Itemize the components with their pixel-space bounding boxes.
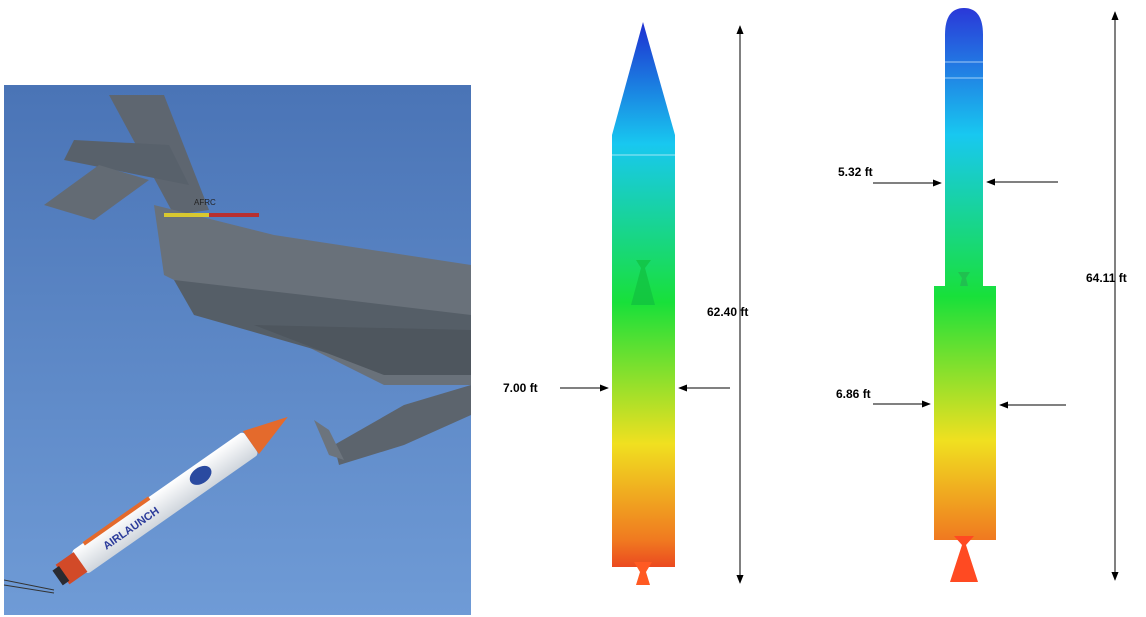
rocket-b-nose — [945, 8, 983, 35]
rocket-b-lower-diameter-label: 6.86 ft — [836, 387, 871, 401]
rocket-b-upper-diameter-label: 5.32 ft — [838, 165, 873, 179]
rocket-b-lower-stage — [934, 286, 996, 540]
rocket-a-diameter-label: 7.00 ft — [503, 381, 538, 395]
tail-marking: AFRC — [194, 198, 216, 207]
rocket-b-length-label: 64.11 ft — [1086, 271, 1127, 285]
rocket-b-upper-nozzle — [958, 272, 970, 286]
aircraft-tail: AFRC — [44, 95, 471, 385]
rocket-a-length-label: 62.40 ft — [707, 305, 748, 319]
rocket-b — [934, 8, 996, 582]
rocket-a-internal-nozzle — [631, 260, 655, 305]
rocket-a — [612, 22, 675, 585]
aircraft-wing — [314, 385, 471, 465]
rocket-a-nose-cone — [612, 22, 675, 135]
rocket-a-body — [612, 135, 675, 567]
airlaunch-rocket: AIRLAUNCH — [52, 416, 288, 586]
rocket-b-upper-stage — [945, 34, 983, 288]
rocket-a-nozzle — [634, 562, 652, 585]
rocket-b-nozzle — [950, 536, 978, 582]
airlaunch-photo: AFRC AIRLAUNCH — [4, 85, 471, 615]
